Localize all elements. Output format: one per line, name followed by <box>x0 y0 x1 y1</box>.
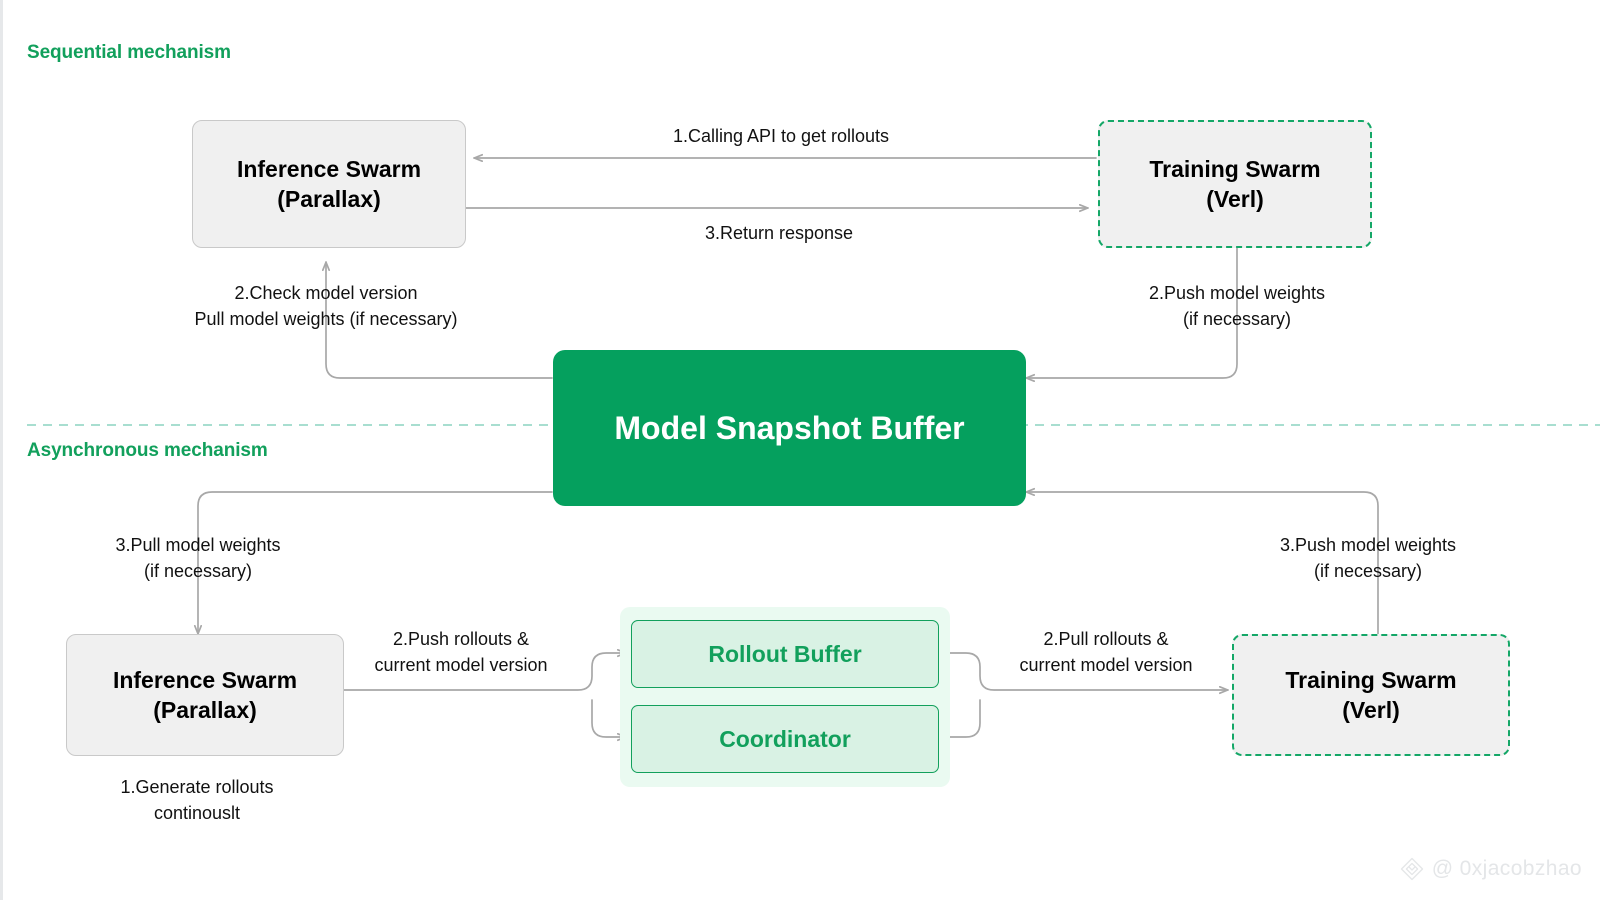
node-sequential-training-swarm[interactable]: Training Swarm (Verl) <box>1098 120 1372 248</box>
node-label: Training Swarm (Verl) <box>1285 666 1457 723</box>
edge-label-pull-rollouts: 2.Pull rollouts & current model version <box>1019 629 1193 675</box>
node-label: Coordinator <box>719 725 851 752</box>
node-sequential-inference-swarm[interactable]: Inference Swarm (Parallax) <box>192 120 466 248</box>
edge-pull-weights-async <box>193 491 553 635</box>
node-async-training-swarm[interactable]: Training Swarm (Verl) <box>1232 634 1510 756</box>
node-model-snapshot-buffer[interactable]: Model Snapshot Buffer <box>553 350 1026 506</box>
edge-label-push-rollouts: 2.Push rollouts & current model version <box>374 629 548 675</box>
diamond-logo-icon <box>1399 856 1425 882</box>
edge-check-model-version <box>321 261 553 379</box>
node-label: Training Swarm (Verl) <box>1149 155 1321 212</box>
edge-pull-rollouts-bottom <box>943 699 981 738</box>
section-title-asynchronous: Asynchronous mechanism <box>27 440 268 461</box>
node-label: Rollout Buffer <box>708 640 862 667</box>
edge-label-push-model-weights-sequential: 2.Push model weights (if necessary) <box>1148 283 1326 329</box>
edge-push-rollouts-bottom <box>591 699 627 742</box>
edge-push-rollouts-top <box>343 648 627 691</box>
node-coordinator[interactable]: Coordinator <box>631 705 939 773</box>
node-rollout-buffer[interactable]: Rollout Buffer <box>631 620 939 688</box>
left-edge-rail <box>0 0 3 900</box>
edge-label-generate-rollouts: 1.Generate rollouts continouslt <box>120 777 274 823</box>
node-label: Model Snapshot Buffer <box>614 409 965 446</box>
watermark: @ 0xjacobzhao <box>1399 856 1582 882</box>
edge-label-push-model-weights-async: 3.Push model weights (if necessary) <box>1279 535 1457 581</box>
node-label: Inference Swarm (Parallax) <box>112 666 298 723</box>
edge-label-pull-model-weights-async: 3.Pull model weights (if necessary) <box>115 535 281 581</box>
node-label: Inference Swarm (Parallax) <box>236 155 422 212</box>
edge-push-weights-async <box>1025 487 1379 635</box>
node-async-inference-swarm[interactable]: Inference Swarm (Parallax) <box>66 634 344 756</box>
edge-label-check-model-version: 2.Check model version Pull model weights… <box>194 283 458 329</box>
section-title-sequential: Sequential mechanism <box>27 42 231 63</box>
edge-label-return-response: 3.Return response <box>704 223 854 243</box>
edge-push-weights-seq <box>1025 247 1238 383</box>
edge-label-calling-api: 1.Calling API to get rollouts <box>672 126 890 146</box>
watermark-handle: @ 0xjacobzhao <box>1431 857 1582 880</box>
edge-pull-rollouts-top <box>943 652 1229 695</box>
